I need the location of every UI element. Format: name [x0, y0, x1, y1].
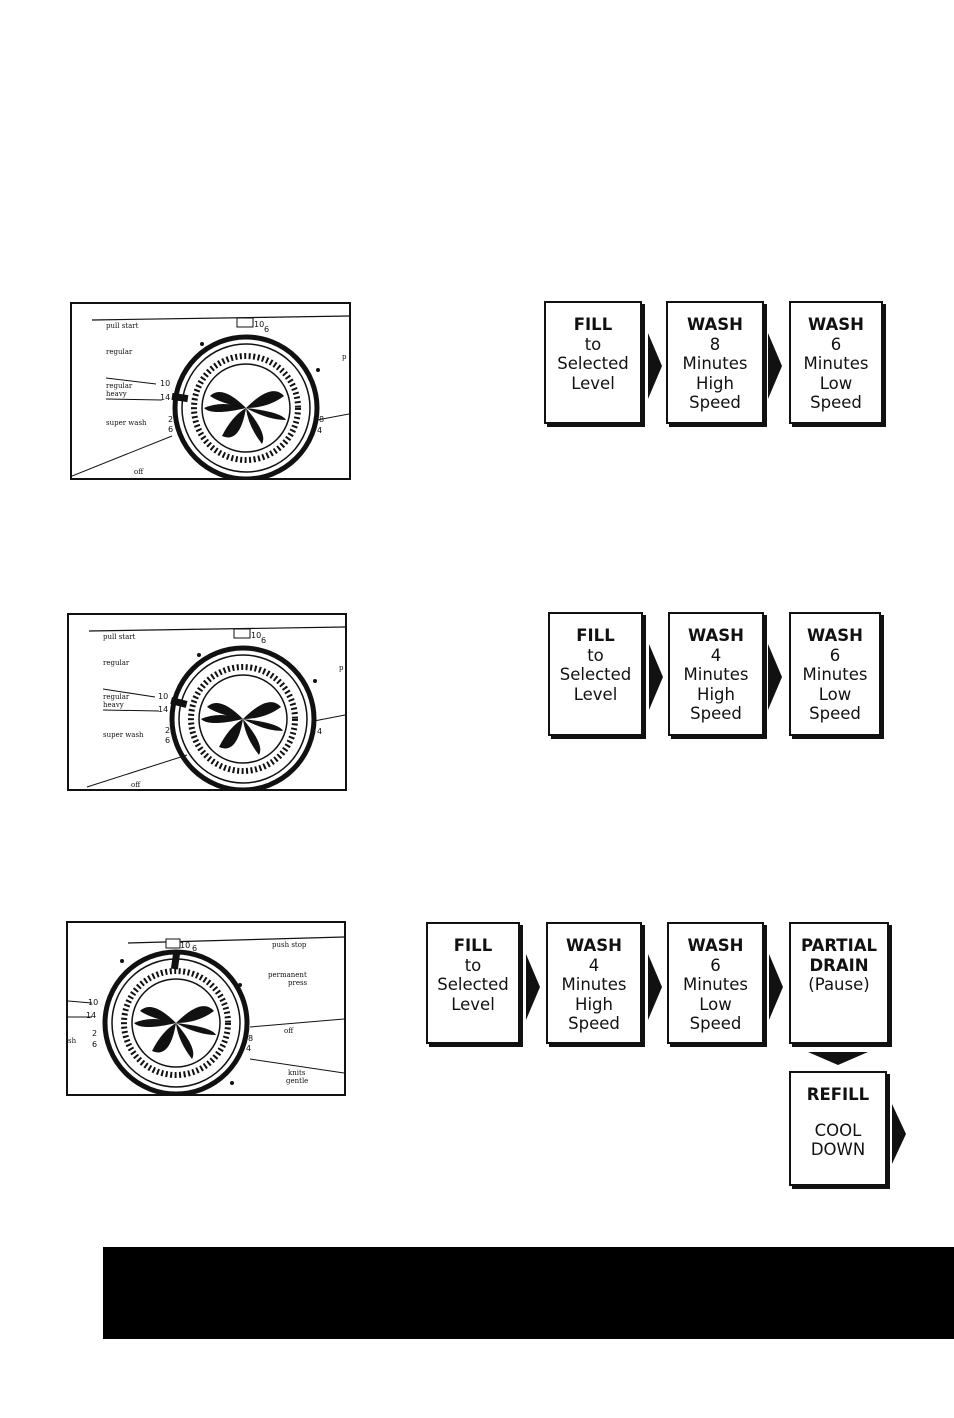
svg-text:heavy: heavy — [103, 701, 124, 709]
arrow-right-icon — [892, 1104, 906, 1164]
svg-text:10: 10 — [88, 998, 98, 1007]
label-regular-heavy-1: regular — [106, 382, 133, 390]
svg-text:6: 6 — [92, 1040, 97, 1049]
step-wash-low: WASH 6 Minutes Low Speed — [789, 612, 881, 736]
svg-text:8: 8 — [319, 415, 324, 424]
dial-knob — [171, 334, 320, 478]
label-pull-start: pull start — [106, 322, 139, 330]
arrow-right-icon — [769, 954, 783, 1020]
arrow-right-icon — [648, 333, 662, 399]
arrow-right-icon — [649, 644, 663, 710]
label-knits-gentle-1: knits — [288, 1069, 306, 1077]
step-wash-high: WASH 8 Minutes High Speed — [666, 301, 764, 424]
svg-text:14: 14 — [158, 705, 168, 714]
svg-text:4: 4 — [246, 1044, 251, 1053]
svg-text:14: 14 — [160, 393, 170, 402]
label-regular-heavy-2: heavy — [106, 390, 127, 398]
svg-text:6: 6 — [192, 944, 197, 953]
step-refill-cool-down: REFILL COOL DOWN — [789, 1071, 887, 1186]
dial-illustration-regular: pull start regular regular heavy 10 14 s… — [70, 302, 351, 480]
arrow-down-icon — [808, 1052, 868, 1065]
label-regular: regular — [106, 348, 133, 356]
svg-text:sh: sh — [68, 1037, 77, 1045]
svg-text:8: 8 — [248, 1034, 253, 1043]
svg-text:pull start: pull start — [103, 633, 136, 641]
step-partial-drain: PARTIAL DRAIN (Pause) — [789, 922, 889, 1044]
step-wash-low: WASH 6 Minutes Low Speed — [789, 301, 883, 424]
label-push-stop: push stop — [272, 941, 307, 949]
svg-text:6: 6 — [165, 736, 170, 745]
svg-text:4: 4 — [317, 426, 322, 435]
label-permanent-press-1: permanent — [268, 971, 307, 979]
label-super-wash: super wash — [106, 419, 147, 427]
dial-illustration-regular-heavy: pull start regular regular heavy 10 14 s… — [67, 613, 347, 791]
svg-text:6: 6 — [264, 325, 269, 334]
step-fill: FILL to Selected Level — [544, 301, 642, 424]
dial-knob — [169, 645, 317, 789]
svg-text:10: 10 — [254, 320, 264, 329]
svg-text:regular: regular — [103, 659, 130, 667]
label-off-2: off — [284, 1027, 294, 1035]
svg-text:6: 6 — [261, 636, 266, 645]
step-wash-high: WASH 4 Minutes High Speed — [668, 612, 764, 736]
step-fill: FILL to Selected Level — [548, 612, 643, 736]
svg-text:2: 2 — [168, 415, 173, 424]
label-off: off — [134, 468, 144, 476]
svg-text:10: 10 — [251, 631, 261, 640]
svg-text:4: 4 — [317, 727, 322, 736]
svg-text:super wash: super wash — [103, 731, 144, 739]
label-knits-gentle-2: gentle — [286, 1077, 308, 1085]
step-wash-low: WASH 6 Minutes Low Speed — [667, 922, 764, 1044]
arrow-right-icon — [768, 644, 782, 710]
svg-text:10: 10 — [160, 379, 170, 388]
arrow-right-icon — [648, 954, 662, 1020]
svg-text:2: 2 — [92, 1029, 97, 1038]
svg-text:p: p — [339, 664, 344, 672]
step-wash-high: WASH 4 Minutes High Speed — [546, 922, 642, 1044]
arrow-right-icon — [526, 954, 540, 1020]
dial-illustration-permanent-press: 10 6 push stop permanent press off 8 4 k… — [66, 921, 346, 1096]
dial-knob — [102, 949, 250, 1094]
svg-text:regular: regular — [103, 693, 130, 701]
label-permanent-press-2: press — [288, 979, 308, 987]
step-fill: FILL to Selected Level — [426, 922, 520, 1044]
svg-text:off: off — [131, 781, 141, 789]
svg-text:14: 14 — [86, 1011, 96, 1020]
svg-text:6: 6 — [168, 425, 173, 434]
footer-bar — [103, 1247, 954, 1339]
svg-text:p: p — [342, 353, 347, 361]
svg-text:10: 10 — [180, 941, 190, 950]
arrow-right-icon — [768, 333, 782, 399]
svg-text:2: 2 — [165, 726, 170, 735]
svg-text:10: 10 — [158, 692, 168, 701]
